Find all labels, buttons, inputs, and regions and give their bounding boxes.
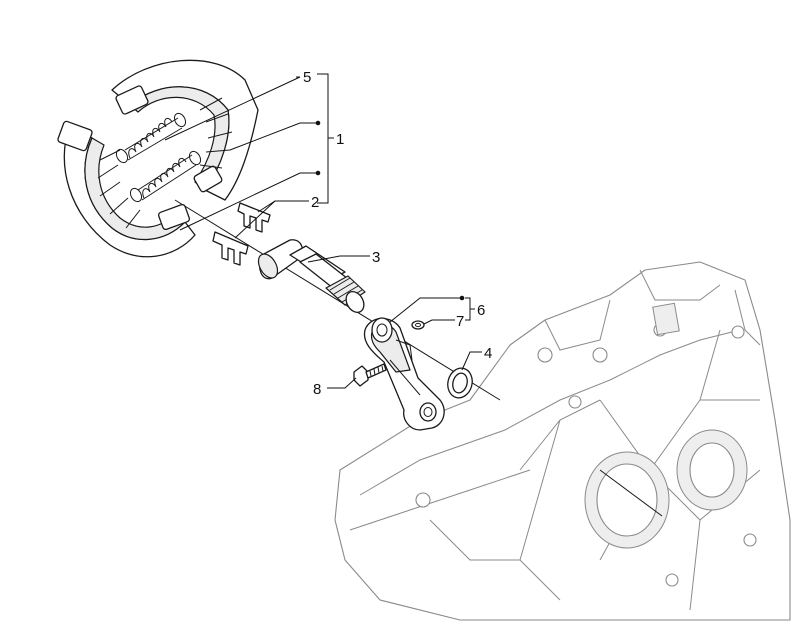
callout-4: 4 xyxy=(484,345,492,362)
leader-lines xyxy=(164,73,482,389)
brake-cam-shaft xyxy=(257,239,366,313)
callout-7: 7 xyxy=(456,313,464,330)
o-ring-seal xyxy=(447,367,473,399)
callout-8: 8 xyxy=(313,381,321,398)
callout-3: 3 xyxy=(372,249,380,266)
return-spring-upper xyxy=(115,112,187,164)
callout-2: 2 xyxy=(311,194,319,211)
return-spring-lower xyxy=(129,150,202,203)
callout-6: 6 xyxy=(477,302,485,319)
callout-5: 5 xyxy=(303,69,311,86)
callout-1: 1 xyxy=(336,131,344,148)
bolt xyxy=(353,363,387,387)
pin xyxy=(411,320,425,330)
brake-lever xyxy=(363,317,445,431)
engine-casing xyxy=(334,261,791,621)
assembly-axis-line xyxy=(174,199,663,517)
brake-shoes xyxy=(57,59,259,258)
callout-labels: 5 1 2 3 6 7 4 8 xyxy=(303,69,492,398)
